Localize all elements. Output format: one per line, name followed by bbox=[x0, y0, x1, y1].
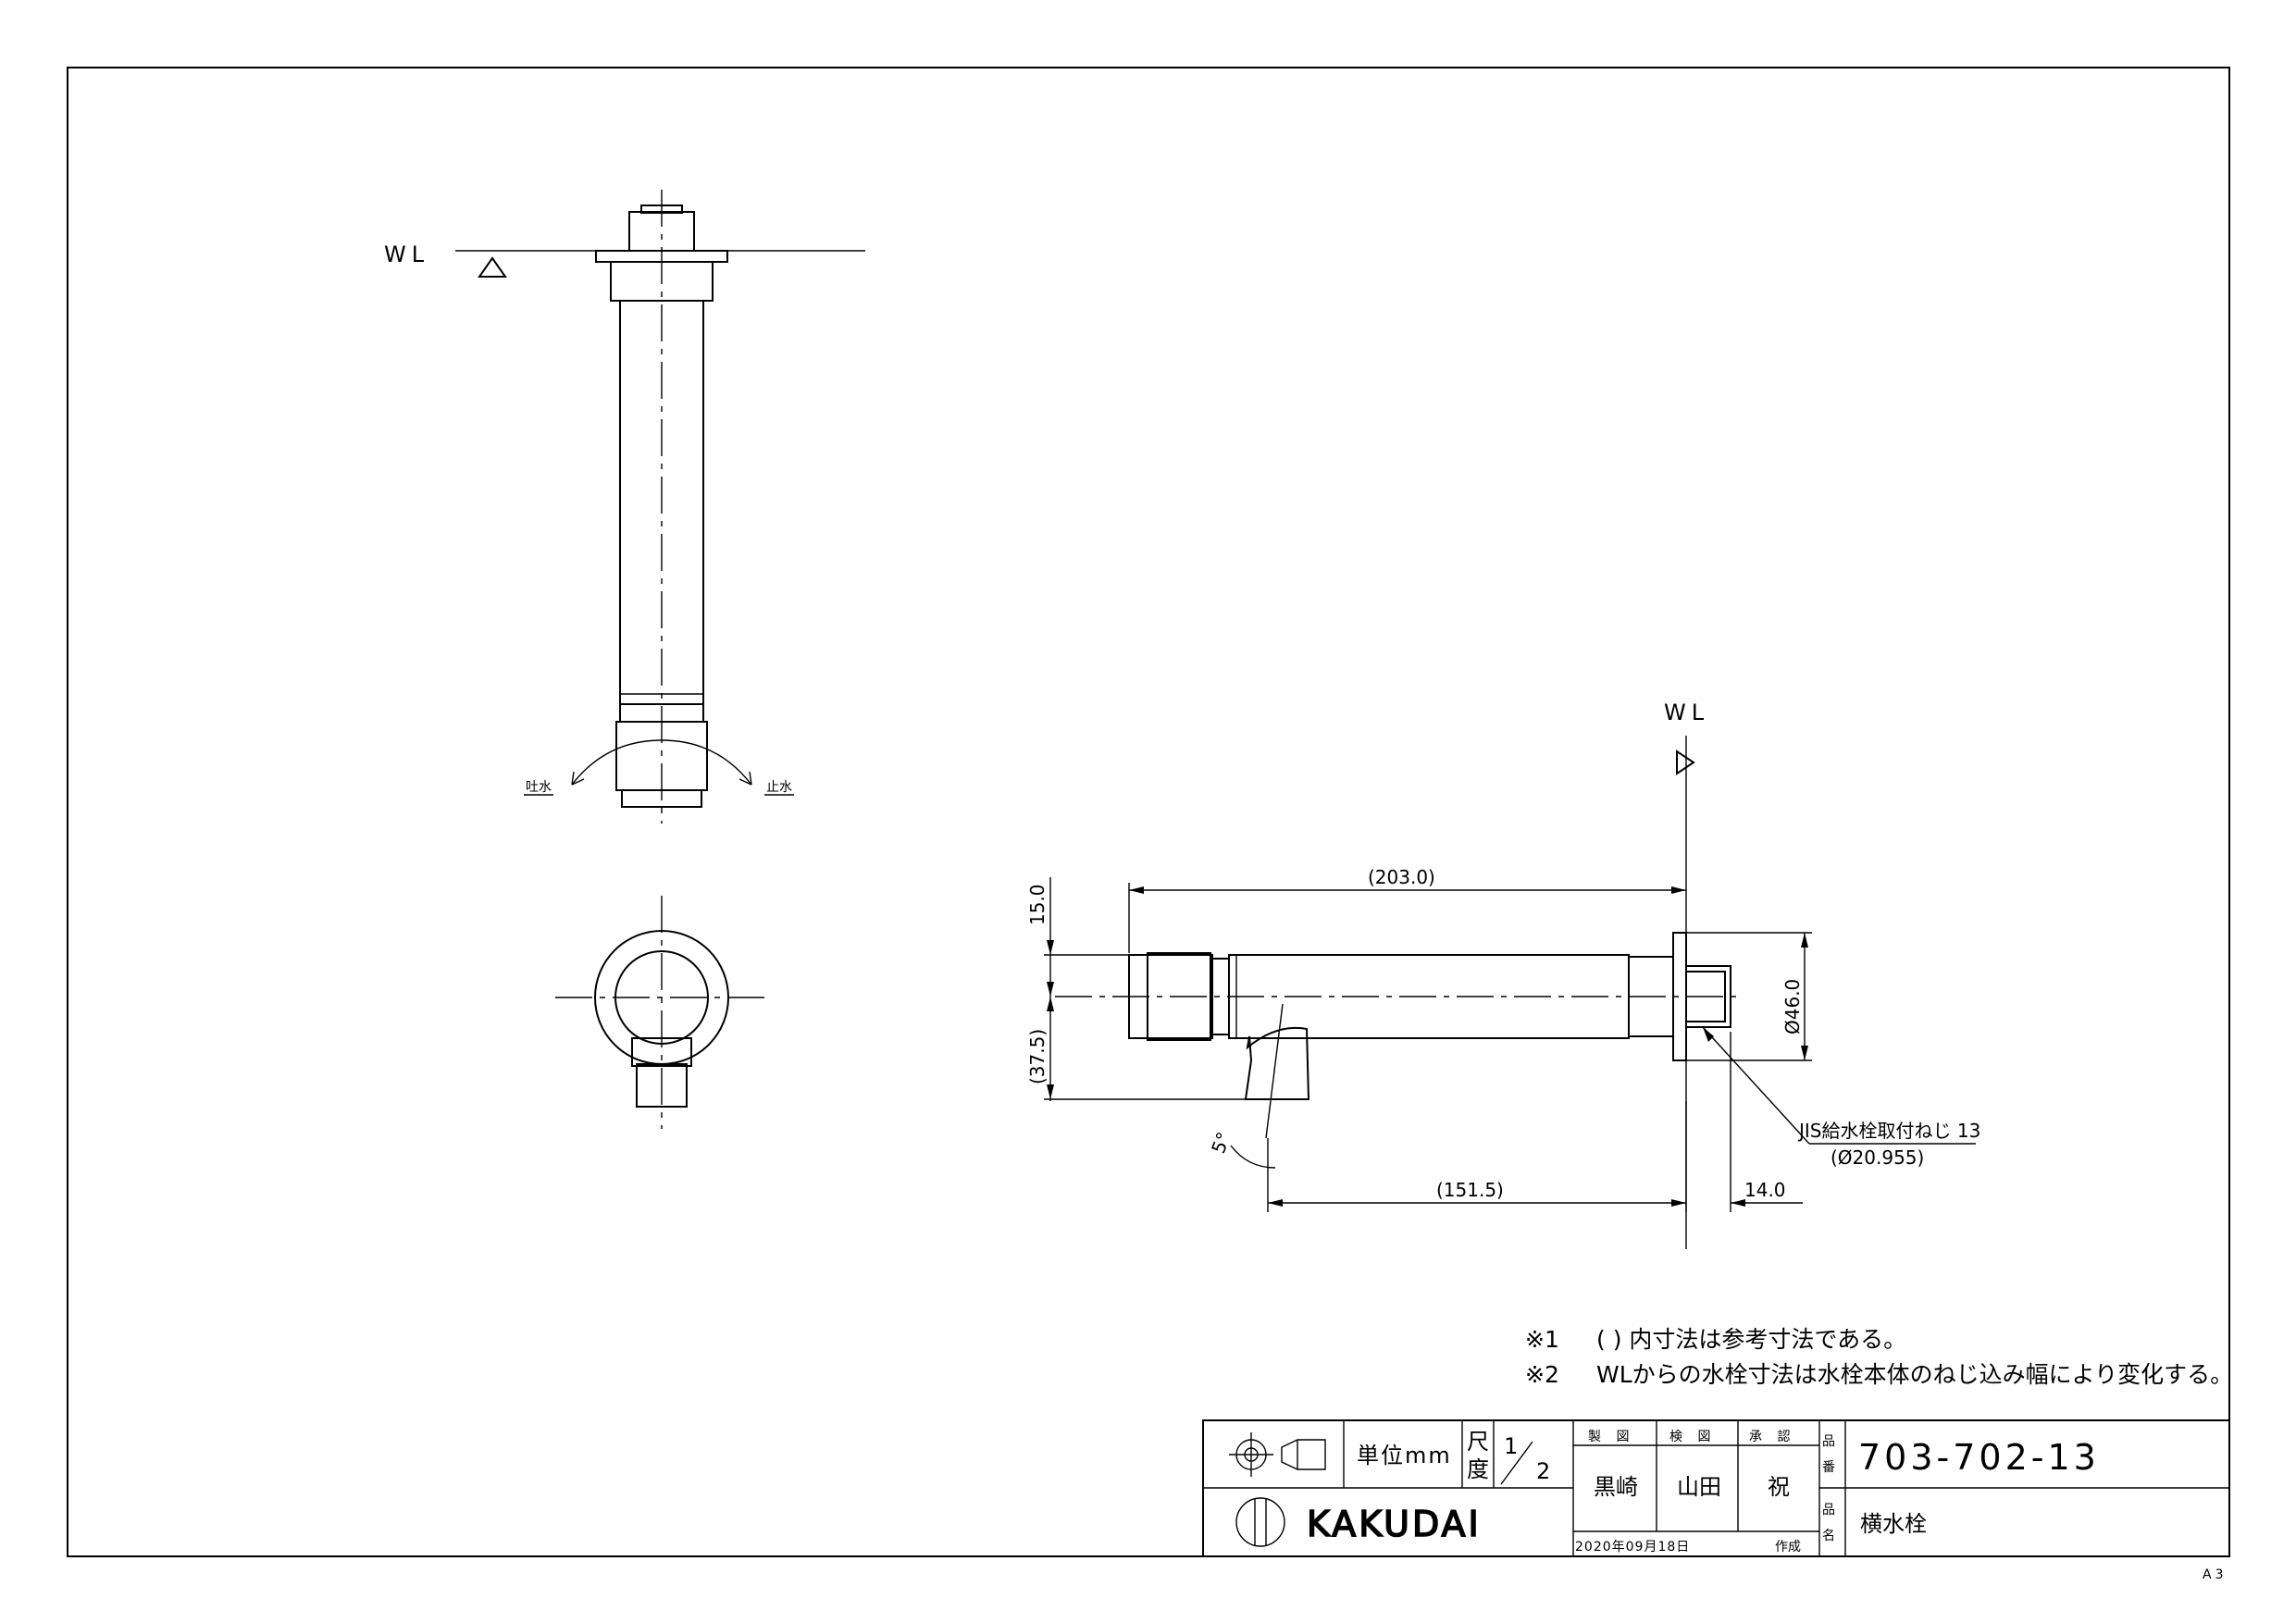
part-no-label-1: 品 bbox=[1822, 1434, 1835, 1449]
part-number: 703-702-13 bbox=[1858, 1437, 2100, 1478]
title-block: 単位mm 尺 度 1 2 製 図 検 図 承 認 黒崎 山田 祝 品 番 703… bbox=[1202, 1419, 2230, 1557]
scale-denominator: 2 bbox=[1536, 1458, 1550, 1484]
checked-header: 検 図 bbox=[1669, 1430, 1716, 1444]
wl-label-side: WL bbox=[1664, 700, 1709, 725]
dim-151-5: (151.5) bbox=[1436, 1179, 1504, 1201]
drawn-name: 黒崎 bbox=[1594, 1474, 1638, 1500]
drawn-header: 製 図 bbox=[1588, 1430, 1634, 1444]
approved-header: 承 認 bbox=[1749, 1430, 1795, 1444]
projection-symbol-icon bbox=[1229, 1432, 1326, 1477]
dim-14: 14.0 bbox=[1744, 1179, 1786, 1201]
approved-name: 祝 bbox=[1768, 1474, 1790, 1500]
front-view: WL 吐水 止水 bbox=[384, 190, 865, 824]
scale-numerator: 1 bbox=[1504, 1433, 1518, 1459]
arrow-right-icon bbox=[738, 771, 752, 786]
checked-name: 山田 bbox=[1677, 1474, 1721, 1500]
notes: ※1 ( ) 内寸法は参考寸法である。 ※2 WLからの水栓寸法は水栓本体のねじ… bbox=[1525, 1326, 2233, 1388]
scale-label-1: 尺 bbox=[1467, 1429, 1489, 1455]
wl-marker-side-icon bbox=[1676, 750, 1695, 775]
angle-label: 5° bbox=[1207, 1129, 1235, 1157]
side-knurled-handle bbox=[1147, 952, 1211, 1041]
dim-15: 15.0 bbox=[1026, 884, 1049, 925]
wl-label-top: WL bbox=[384, 242, 429, 267]
part-name: 横水栓 bbox=[1860, 1511, 1927, 1537]
unit-label: 単位mm bbox=[1357, 1443, 1452, 1468]
note-1-text: ( ) 内寸法は参考寸法である。 bbox=[1596, 1326, 1906, 1353]
note-2-text: WLからの水栓寸法は水栓本体のねじ込み幅により変化する。 bbox=[1596, 1361, 2233, 1388]
note-1-mark: ※1 bbox=[1525, 1326, 1559, 1353]
part-no-label-2: 番 bbox=[1822, 1460, 1835, 1475]
thread-diameter: (Ø20.955) bbox=[1831, 1146, 1924, 1169]
outlet-label: 吐水 bbox=[526, 780, 552, 795]
creation-date: 2020年09月18日 bbox=[1575, 1540, 1690, 1555]
note-2-mark: ※2 bbox=[1525, 1361, 1559, 1388]
scale-label-2: 度 bbox=[1467, 1456, 1489, 1482]
kakudai-logo: KAKUDAI bbox=[1235, 1497, 1482, 1547]
stop-label: 止水 bbox=[766, 780, 792, 795]
sheet-border bbox=[67, 67, 2230, 1557]
arrow-left-icon bbox=[571, 771, 585, 786]
dim-46: Ø46.0 bbox=[1781, 979, 1804, 1035]
created-label: 作成 bbox=[1775, 1540, 1801, 1555]
side-view: WL (203.0) 15.0 (37.5) bbox=[1026, 700, 1980, 1249]
dim-37-5: (37.5) bbox=[1026, 1029, 1049, 1084]
part-name-label-2: 名 bbox=[1822, 1529, 1835, 1543]
thread-name: JIS給水栓取付ねじ 13 bbox=[1797, 1120, 1980, 1142]
paper-size: A3 bbox=[2203, 1567, 2227, 1582]
part-name-label-1: 品 bbox=[1822, 1503, 1835, 1518]
dim-203: (203.0) bbox=[1368, 866, 1435, 888]
wl-marker-icon bbox=[478, 256, 507, 278]
company-name: KAKUDAI bbox=[1307, 1504, 1482, 1544]
bottom-view bbox=[555, 896, 768, 1129]
